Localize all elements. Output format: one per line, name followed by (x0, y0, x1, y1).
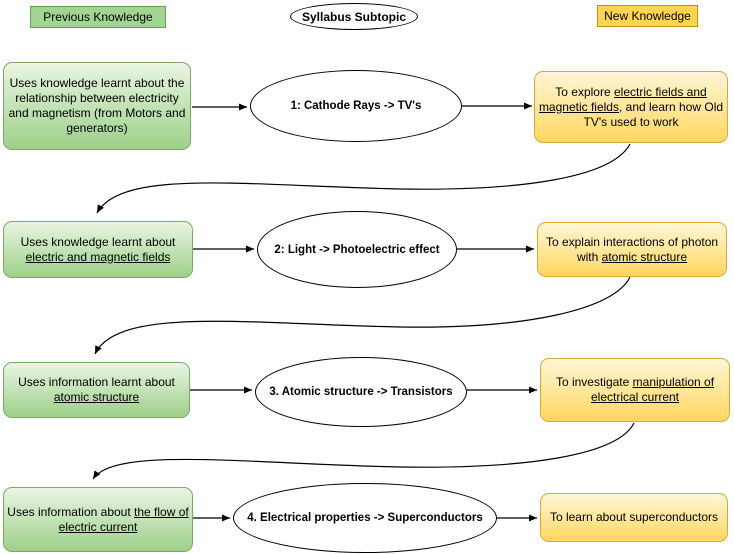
new-knowledge-text-1: To explore electric fields and magnetic … (538, 84, 724, 129)
subtopic-ellipse-2: 2: Light -> Photoelectric effect (257, 211, 457, 288)
legend-syllabus-subtopic: Syllabus Subtopic (290, 3, 418, 30)
previous-knowledge-text-4: Uses information about the flow of elect… (7, 504, 189, 534)
new-knowledge-text-3: To investigate manipulation of electrica… (555, 375, 715, 404)
previous-knowledge-text-1: Uses knowledge learnt about the relation… (8, 76, 186, 135)
subtopic-ellipse-1: 1: Cathode Rays -> TV's (250, 70, 462, 142)
new-knowledge-box-4: To learn about superconductors (540, 493, 728, 542)
subtopic-label-4: 4. Electrical properties -> Superconduct… (247, 512, 483, 524)
legend-previous-label: Previous Knowledge (43, 10, 153, 24)
previous-knowledge-box-1: Uses knowledge learnt about the relation… (3, 62, 191, 150)
subtopic-label-2: 2: Light -> Photoelectric effect (274, 243, 440, 256)
legend-new-knowledge: New Knowledge (597, 5, 698, 27)
previous-knowledge-text-3: Uses information learnt about atomic str… (18, 375, 175, 404)
arrow-new2-to-previous3 (94, 276, 631, 355)
previous-knowledge-box-3: Uses information learnt about atomic str… (3, 362, 190, 418)
new-knowledge-box-3: To investigate manipulation of electrica… (540, 358, 730, 422)
new-knowledge-text-2: To explain interactions of photon with a… (545, 234, 719, 264)
subtopic-label-3: 3. Atomic structure -> Transistors (269, 386, 453, 398)
legend-previous-knowledge: Previous Knowledge (30, 6, 166, 28)
legend-new-label: New Knowledge (604, 9, 691, 23)
new-knowledge-box-2: To explain interactions of photon with a… (537, 222, 727, 277)
arrow-new3-to-previous4 (92, 422, 635, 480)
subtopic-label-1: 1: Cathode Rays -> TV's (290, 100, 422, 112)
subtopic-ellipse-4: 4. Electrical properties -> Superconduct… (233, 483, 497, 553)
previous-knowledge-text-2: Uses knowledge learnt about electric and… (20, 234, 176, 264)
subtopic-ellipse-3: 3. Atomic structure -> Transistors (255, 357, 467, 427)
new-knowledge-text-4: To learn about superconductors (549, 510, 719, 524)
previous-knowledge-box-2: Uses knowledge learnt about electric and… (3, 221, 193, 278)
legend-subtopic-label: Syllabus Subtopic (301, 9, 406, 24)
arrow-new1-to-previous2 (96, 143, 631, 214)
new-knowledge-box-1: To explore electric fields and magnetic … (534, 71, 728, 143)
previous-knowledge-box-4: Uses information about the flow of elect… (3, 487, 193, 552)
